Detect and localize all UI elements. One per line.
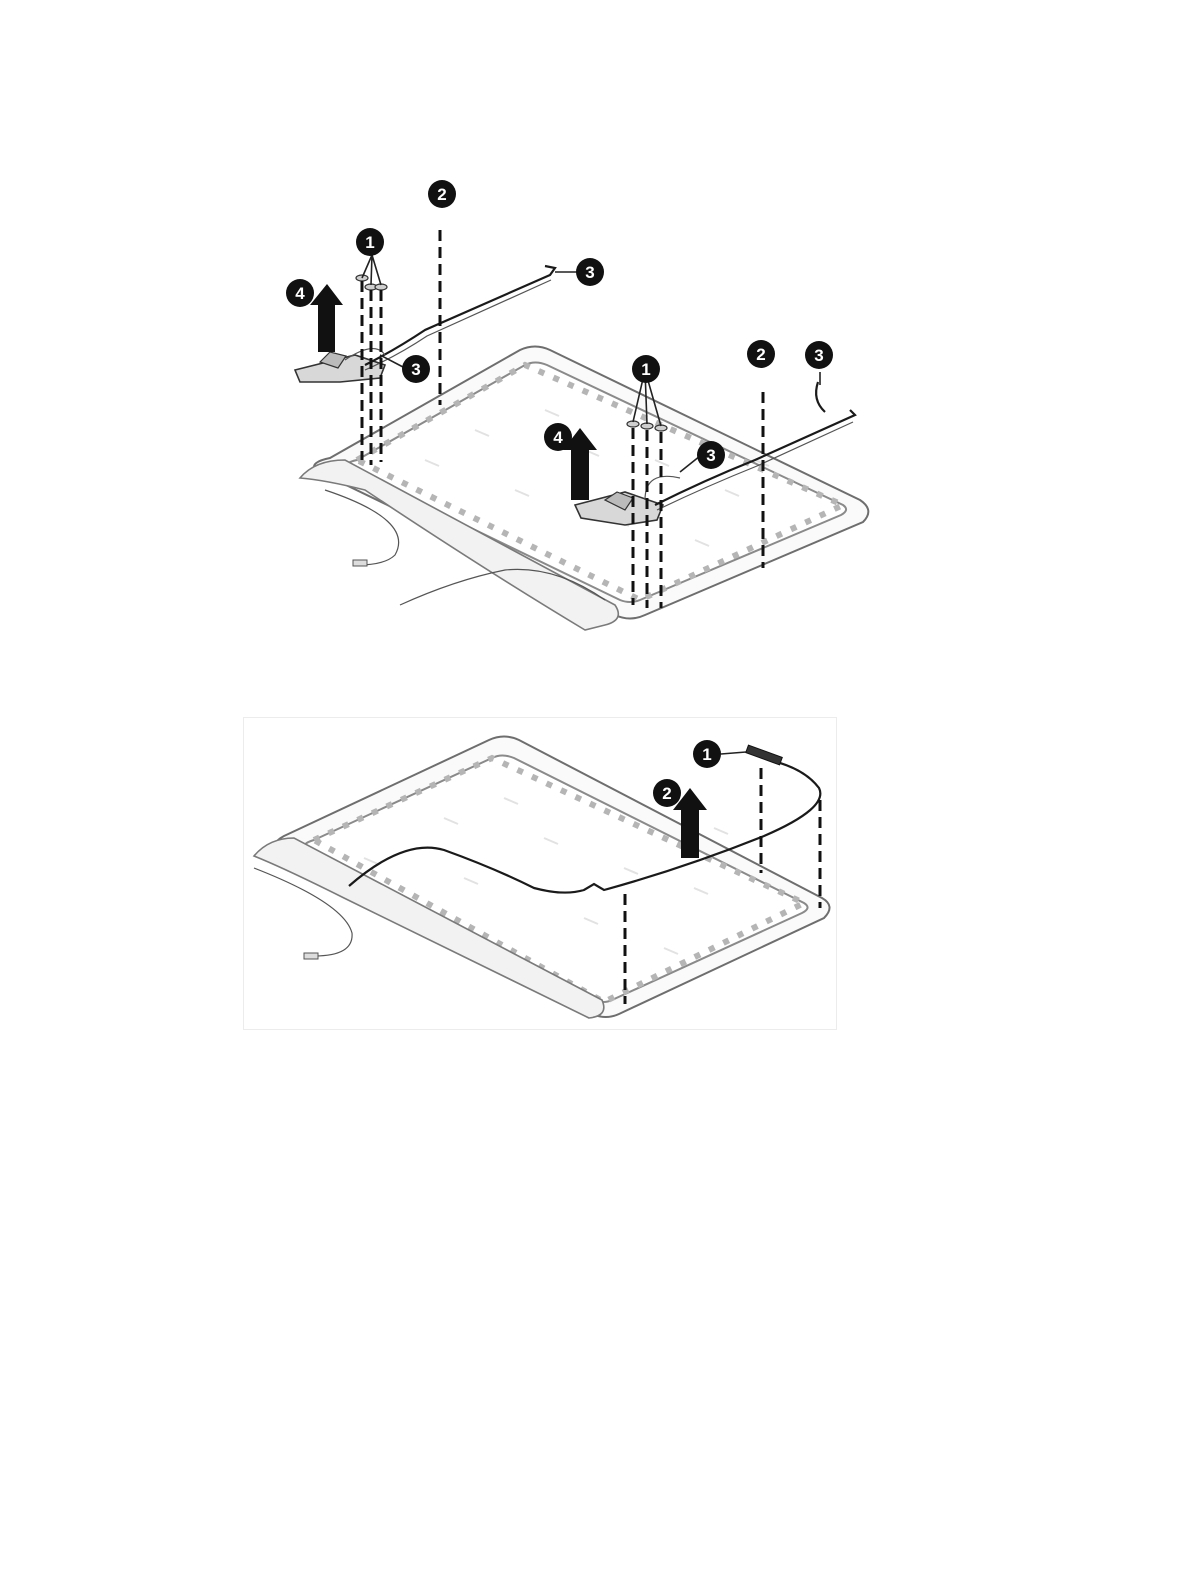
- callout-1-fig2: 1: [693, 740, 721, 768]
- display-back-cover-inner: [346, 363, 846, 603]
- hinge-removal-illustration: 2 1 3 4 3 1 2 3 4 3: [285, 160, 880, 630]
- cable-removal-illustration: 1 2: [244, 718, 836, 1029]
- callout-2-right: 2: [747, 340, 775, 368]
- callout-2-top-left: 2: [428, 180, 456, 208]
- svg-text:3: 3: [585, 263, 594, 282]
- callout-1-left: 1: [356, 228, 384, 256]
- cable-removal-diagram: 1 2: [243, 717, 837, 1030]
- antenna-transceiver: [746, 745, 783, 765]
- svg-text:3: 3: [411, 360, 420, 379]
- svg-text:1: 1: [365, 233, 374, 252]
- callout-3-top-left: 3: [576, 258, 604, 286]
- svg-text:3: 3: [706, 446, 715, 465]
- hinge-removal-diagram: 2 1 3 4 3 1 2 3 4 3: [285, 160, 880, 630]
- svg-text:1: 1: [702, 745, 711, 764]
- svg-text:4: 4: [553, 428, 563, 447]
- svg-text:1: 1: [641, 360, 650, 379]
- callout-3-top-right: 3: [805, 341, 833, 369]
- svg-text:4: 4: [295, 284, 305, 303]
- display-cable-connector: [353, 560, 367, 566]
- right-wire-hook: [816, 382, 825, 412]
- display-cable-connector-2: [304, 953, 318, 959]
- svg-text:2: 2: [437, 185, 446, 204]
- left-lift-arrow: [310, 284, 343, 352]
- callout-2-fig2: 2: [653, 779, 681, 807]
- callout-3-right-hinge: 3: [697, 441, 725, 469]
- svg-text:3: 3: [814, 346, 823, 365]
- callout-3-left-hinge: 3: [402, 355, 430, 383]
- callout-1-leader: [721, 752, 746, 754]
- callout-4-right: 4: [544, 423, 572, 451]
- svg-text:2: 2: [662, 784, 671, 803]
- svg-text:2: 2: [756, 345, 765, 364]
- callout-4-left: 4: [286, 279, 314, 307]
- callout-1-right: 1: [632, 355, 660, 383]
